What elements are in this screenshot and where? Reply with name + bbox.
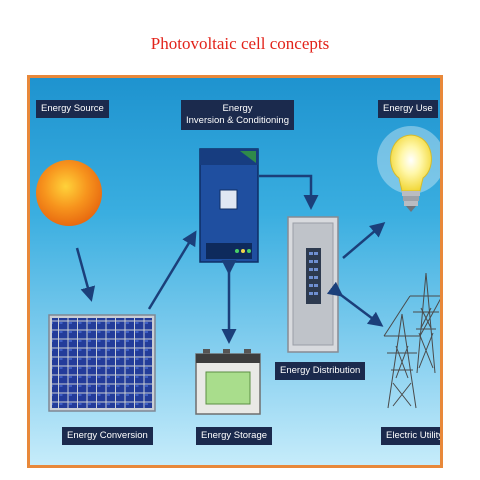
energy-storage-label: Energy Storage xyxy=(196,427,273,445)
arrow-panel-to-inverter xyxy=(147,230,197,310)
energy-use-label: Energy Use xyxy=(378,100,438,118)
flow-arrows xyxy=(75,174,386,344)
page-title: Photovoltaic cell concepts xyxy=(150,34,330,53)
power-tower-icon xyxy=(383,272,440,409)
energy-source-label: Energy Source xyxy=(36,100,109,118)
energy-conversion-label: Energy Conversion xyxy=(62,427,153,445)
arrow-distribution-utility xyxy=(326,281,384,327)
diagram-art xyxy=(36,126,440,415)
arrow-sun-to-panel xyxy=(75,247,96,302)
sun-icon xyxy=(36,160,102,226)
energy-inversion-label-line2: Inversion & Conditioning xyxy=(186,115,289,126)
diagram-frame: Energy Source Energy Inversion & Conditi… xyxy=(27,75,443,468)
inverter-icon xyxy=(199,148,259,263)
energy-inversion-label-line1: Energy xyxy=(222,103,253,114)
arrow-inverter-to-distribution xyxy=(259,174,319,210)
breaker-panel-icon xyxy=(287,216,339,353)
arrow-distribution-to-use xyxy=(342,222,386,259)
electric-utility-label: Electric Utility xyxy=(381,427,440,445)
solar-panel-icon xyxy=(48,314,156,412)
battery-icon xyxy=(195,349,261,415)
energy-inversion-label: Energy Inversion & Conditioning xyxy=(181,100,294,130)
energy-distribution-label: Energy Distribution xyxy=(275,362,366,380)
light-bulb-icon xyxy=(377,126,440,212)
